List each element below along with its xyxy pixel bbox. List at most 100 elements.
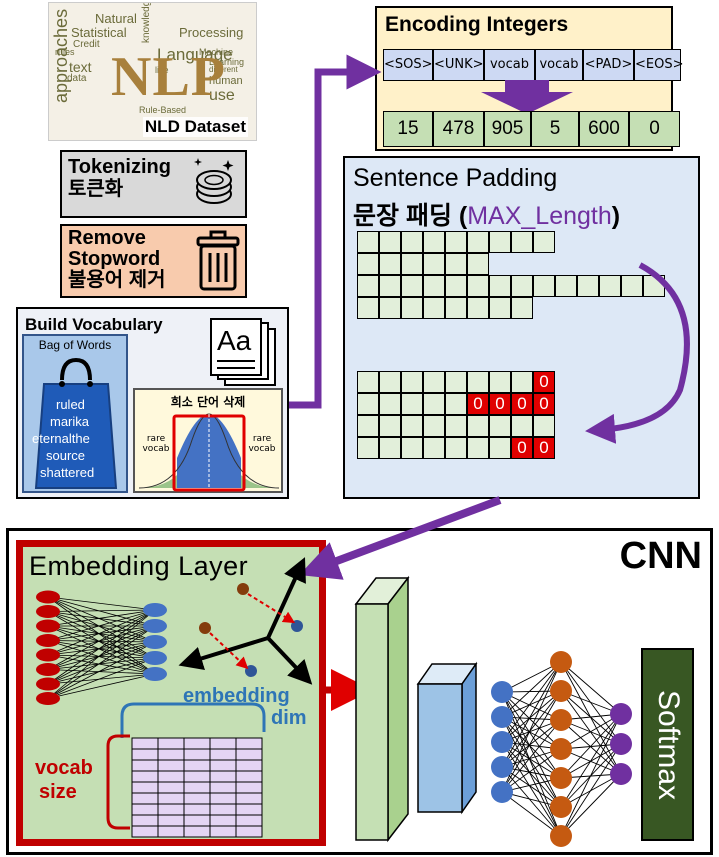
token-cell <box>445 253 467 275</box>
token-cell <box>357 231 379 253</box>
padding-title-en: Sentence Padding <box>353 164 558 192</box>
embedding-layer-box: Embedding Layer embedding dim vocab size <box>16 540 326 846</box>
softmax-box: Softmax <box>641 648 694 841</box>
token-cell <box>401 253 423 275</box>
token-cell <box>357 275 379 297</box>
softmax-label: Softmax <box>651 689 685 800</box>
token-cell <box>357 437 379 459</box>
stopword-label-1: Remove <box>68 227 146 249</box>
token-cell <box>445 275 467 297</box>
pad-zero-cell: 0 <box>511 393 533 415</box>
token-cell: <EOS> <box>634 49 683 81</box>
token-cell <box>577 275 599 297</box>
token-cell <box>357 253 379 275</box>
pad-zero-cell: 0 <box>533 393 555 415</box>
nlp-dataset-caption: NLD Dataset <box>142 117 248 137</box>
token-cell <box>621 275 643 297</box>
token-cell <box>489 437 511 459</box>
token-cell <box>467 231 489 253</box>
token-cell <box>555 275 577 297</box>
token-cell <box>423 275 445 297</box>
token-cell <box>445 297 467 319</box>
stopword-label-3: 불용어 제거 <box>68 269 166 291</box>
vocab-size-label: vocab <box>35 757 93 779</box>
token-cell <box>401 275 423 297</box>
cloud-word: Language <box>157 45 233 64</box>
pad-zero-cell: 0 <box>467 393 489 415</box>
token-cell <box>357 393 379 415</box>
cloud-word: different <box>209 65 238 74</box>
tokenizing-label-ko: 토큰화 <box>68 178 124 200</box>
token-cell <box>401 415 423 437</box>
token-cell <box>533 231 555 253</box>
token-cell <box>445 415 467 437</box>
bag-word: marika <box>50 414 90 429</box>
integer-cell: 0 <box>629 111 680 147</box>
rare-word-title: 희소 단어 삭제 <box>170 395 246 409</box>
distribution-curve <box>138 413 280 492</box>
bag-icon <box>34 357 118 489</box>
token-cell <box>423 437 445 459</box>
token-cell <box>511 297 533 319</box>
encoding-integers-box: Encoding Integers <SOS> <UNK> vocab voca… <box>375 6 683 151</box>
integer-cell: 600 <box>579 111 629 147</box>
token-cell <box>599 275 621 297</box>
token-cell <box>423 253 445 275</box>
bag-word: eternalthe <box>32 431 90 446</box>
token-cell <box>489 297 511 319</box>
token-cell <box>379 297 401 319</box>
cloud-word: Processing <box>179 25 244 40</box>
token-cell: vocab <box>535 49 583 81</box>
token-cell <box>467 371 489 393</box>
cloud-word: Learning <box>209 57 245 67</box>
token-cell <box>379 415 401 437</box>
token-cell <box>489 371 511 393</box>
token-cell: <UNK> <box>433 49 484 81</box>
token-cell <box>489 275 511 297</box>
token-cell <box>533 415 555 437</box>
token-cell <box>379 231 401 253</box>
token-cell: vocab <box>484 49 535 81</box>
token-cell <box>423 393 445 415</box>
token-cell <box>401 231 423 253</box>
token-cell <box>445 393 467 415</box>
trash-icon <box>196 230 240 291</box>
token-cell <box>467 253 489 275</box>
token-cell <box>643 275 665 297</box>
token-cell <box>423 371 445 393</box>
bag-word: shattered <box>40 465 95 480</box>
token-cell <box>401 437 423 459</box>
integer-cell: 478 <box>433 111 484 147</box>
max-length-label: MAX_Length <box>467 202 612 230</box>
integer-cell: 15 <box>383 111 433 147</box>
padding-title-close: ) <box>611 202 621 230</box>
nlp-dataset-wordcloud: approaches Natural Statistical Language … <box>48 2 257 141</box>
bag-of-words-panel: Bag of Words ruled marika eternalthe sou… <box>22 334 128 493</box>
font-document-icon <box>210 318 276 386</box>
token-cell <box>467 415 489 437</box>
token-cell <box>401 371 423 393</box>
token-cell <box>445 371 467 393</box>
token-cell <box>401 297 423 319</box>
cloud-word: data <box>67 73 87 84</box>
token-cell <box>511 371 533 393</box>
cloud-word: rules <box>55 47 75 57</box>
cloud-word: Rule-Based <box>139 105 187 115</box>
pad-zero-cell: 0 <box>511 437 533 459</box>
cloud-word: Credit <box>73 39 100 50</box>
token-cell <box>379 253 401 275</box>
bag-word: source <box>46 448 86 463</box>
token-cell <box>511 231 533 253</box>
token-cell <box>423 231 445 253</box>
integer-row: 15 478 905 5 600 0 <box>383 111 680 147</box>
cloud-word: knowledge <box>141 2 152 43</box>
rare-vocab-left-label: rare vocab <box>142 434 170 454</box>
font-icon-glyph: Aa <box>217 325 252 356</box>
rare-word-removal-panel: 희소 단어 삭제 rare vocab rare vocab <box>133 388 283 493</box>
padding-title-ko-text: 문장 패딩 ( <box>353 202 468 230</box>
rare-vocab-right-label: rare vocab <box>248 434 276 454</box>
down-arrow-icon <box>481 80 573 114</box>
token-cell <box>467 437 489 459</box>
token-cell <box>357 415 379 437</box>
cloud-word: use <box>209 87 235 104</box>
